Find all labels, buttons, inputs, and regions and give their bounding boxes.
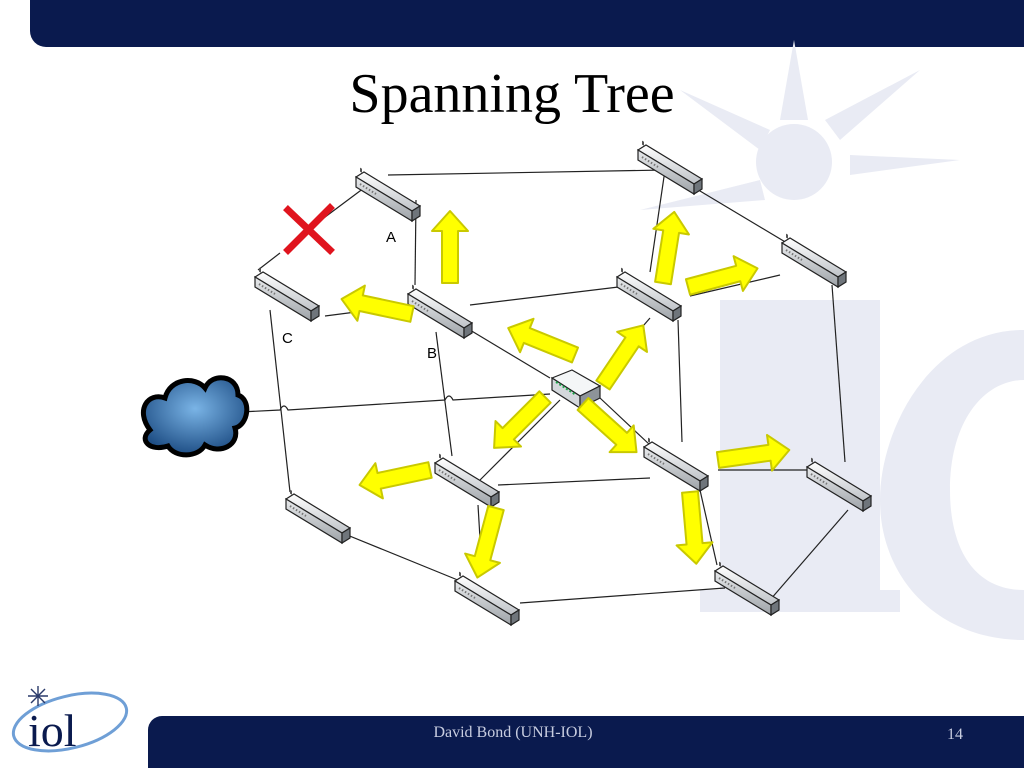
label-c: C — [282, 330, 293, 347]
switch-right[interactable] — [806, 456, 872, 512]
arrow-left-to-left — [354, 451, 435, 504]
arrow-down-to-bottom-left — [458, 502, 515, 584]
label-a: A — [386, 229, 396, 246]
label-b: B — [427, 345, 437, 362]
arrow-right-to-right — [714, 431, 793, 479]
switch-b[interactable] — [407, 283, 473, 339]
arrow-down-to-bottom-right — [671, 489, 716, 567]
logo-text: iol — [28, 705, 77, 756]
arrow-up-left-to-b — [500, 310, 583, 373]
footer-bar — [148, 716, 1024, 768]
switch-a[interactable] — [355, 166, 421, 222]
switch-center-right[interactable] — [643, 436, 709, 492]
arrow-up-to-a — [431, 210, 469, 284]
switch-left[interactable] — [285, 488, 351, 544]
network-links — [239, 169, 849, 604]
cloud-icon — [140, 375, 250, 458]
blocked-port-icon — [283, 203, 335, 255]
footer-author: David Bond (UNH-IOL) — [433, 724, 593, 741]
header-bar — [30, 0, 1024, 47]
arrow-left-to-c — [336, 280, 417, 333]
slide-title: Spanning Tree — [349, 63, 675, 125]
switch-c[interactable] — [254, 266, 320, 322]
arrow-up-right-center — [587, 314, 660, 397]
iol-logo: iol — [11, 686, 129, 756]
page-number: 14 — [947, 726, 963, 743]
switch-center-left[interactable] — [434, 452, 500, 508]
switch-far-right[interactable] — [781, 232, 847, 288]
switch-bottom-left[interactable] — [454, 570, 520, 626]
arrow-up-to-top-right — [644, 208, 694, 287]
star-icon — [28, 686, 48, 706]
arrow-right-to-far-right — [682, 249, 764, 306]
switch-top-right[interactable] — [637, 139, 703, 195]
